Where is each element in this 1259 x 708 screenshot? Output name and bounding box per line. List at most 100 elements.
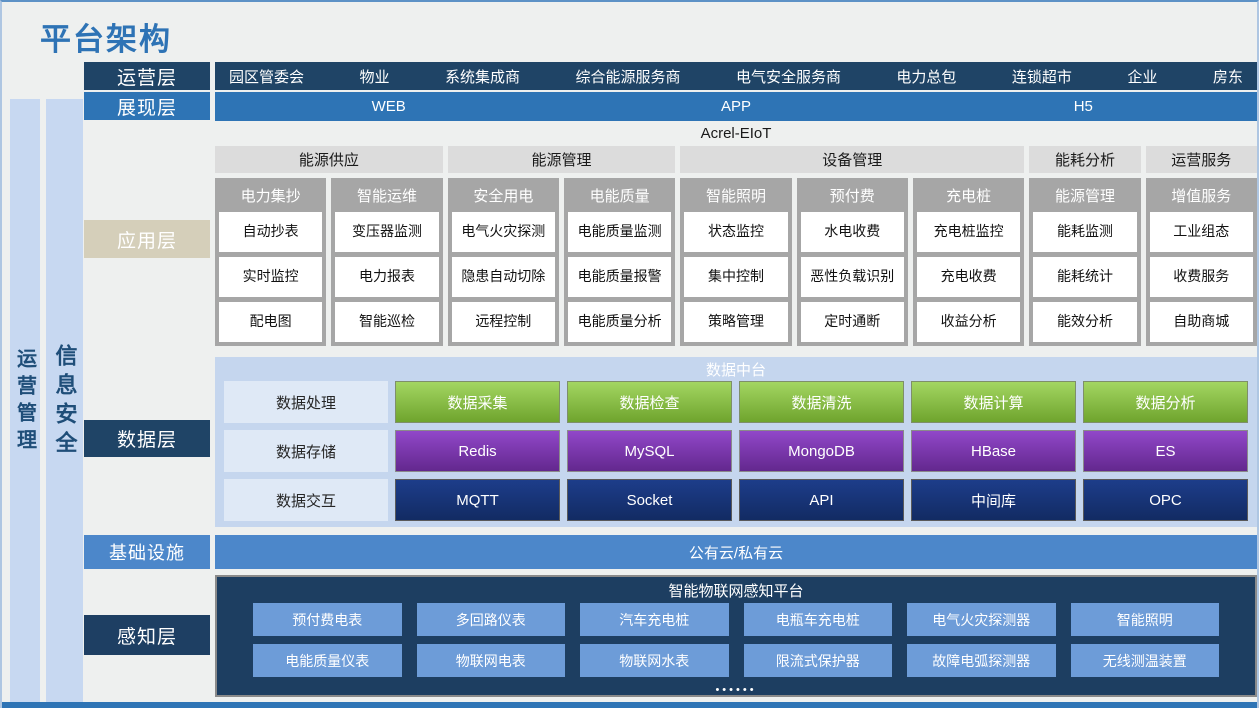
application-cell: 状态监控 xyxy=(684,212,788,252)
presentation-item: H5 xyxy=(1073,98,1093,115)
application-cell: 收费服务 xyxy=(1149,257,1253,297)
application-column-cells: 状态监控集中控制策略管理 xyxy=(680,212,791,346)
application-column-cells: 电气火灾探测隐患自动切除远程控制 xyxy=(448,212,559,346)
application-column-cells: 水电收费恶性负载识别定时通断 xyxy=(797,212,908,346)
operation-item: 电力总包 xyxy=(896,68,957,86)
application-cell: 策略管理 xyxy=(684,302,788,342)
side-bar-operations-management-label: 运营管理 xyxy=(13,347,36,456)
application-column-header: 预付费 xyxy=(829,187,875,205)
application-cell: 恶性负载识别 xyxy=(800,257,904,297)
perception-cell: 电瓶车充电桩 xyxy=(743,603,892,636)
application-cell: 能耗监测 xyxy=(1033,212,1137,252)
layer-label-operation: 运营层 xyxy=(84,62,210,90)
side-bar-operations-management: 运营管理 xyxy=(10,99,40,704)
application-cell: 工业组态 xyxy=(1149,212,1253,252)
data-row-label: 数据存储 xyxy=(224,430,388,472)
data-cell: OPC xyxy=(1083,479,1248,521)
application-cell: 变压器监测 xyxy=(335,212,439,252)
application-column-header: 能源管理 xyxy=(1054,187,1115,205)
data-cell: 数据检查 xyxy=(567,381,732,423)
page-title: 平台架构 xyxy=(40,22,172,57)
application-column-cells: 自动抄表实时监控配电图 xyxy=(215,212,326,346)
presentation-item: APP xyxy=(720,98,751,115)
application-column: 能源管理能耗监测能耗统计能效分析 xyxy=(1029,178,1141,346)
layer-label-data: 数据层 xyxy=(84,420,210,457)
perception-row: 电能质量仪表物联网电表物联网水表限流式保护器故障电弧探测器无线测温装置 xyxy=(217,644,1255,677)
perception-cell: 限流式保护器 xyxy=(743,644,892,677)
application-cell: 电气火灾探测 xyxy=(451,212,555,252)
application-column-cells: 电能质量监测电能质量报警电能质量分析 xyxy=(564,212,675,346)
application-column: 增值服务工业组态收费服务自助商城 xyxy=(1145,178,1257,346)
operation-item: 房东 xyxy=(1212,68,1243,86)
perception-cell: 物联网水表 xyxy=(580,644,729,677)
perception-cell: 多回路仪表 xyxy=(416,603,565,636)
data-row-label: 数据处理 xyxy=(224,381,388,423)
application-column: 智能照明状态监控集中控制策略管理 xyxy=(680,178,792,346)
application-cell: 充电桩监控 xyxy=(916,212,1021,252)
application-cell: 电能质量监测 xyxy=(567,212,672,252)
data-cell: MQTT xyxy=(395,479,560,521)
application-column-header: 智能照明 xyxy=(705,187,766,205)
application-column: 电力集抄自动抄表实时监控配电图 xyxy=(215,178,327,346)
application-platform-title: Acrel-EIoT xyxy=(700,125,772,142)
application-group: 能源管理 xyxy=(447,146,676,173)
application-cell: 自动抄表 xyxy=(219,212,323,252)
application-columns-row: 电力集抄自动抄表实时监控配电图智能运维变压器监测电力报表智能巡检安全用电电气火灾… xyxy=(215,178,1257,346)
application-column-cells: 充电桩监控充电收费收益分析 xyxy=(913,212,1024,346)
application-column-cells: 变压器监测电力报表智能巡检 xyxy=(331,212,442,346)
data-cell: 数据分析 xyxy=(1083,381,1248,423)
perception-cell: 汽车充电桩 xyxy=(580,603,729,636)
data-cell: Redis xyxy=(395,430,560,472)
infrastructure-bar: 公有云/私有云 xyxy=(215,535,1257,569)
application-column-cells: 能耗监测能耗统计能效分析 xyxy=(1029,212,1140,346)
application-column-header: 电能质量 xyxy=(589,187,650,205)
application-cell: 充电收费 xyxy=(916,257,1021,297)
operation-item: 园区管委会 xyxy=(229,68,305,86)
data-row-label: 数据交互 xyxy=(224,479,388,521)
application-cell: 收益分析 xyxy=(916,302,1021,342)
application-column-header: 充电桩 xyxy=(946,187,992,205)
data-cell: Socket xyxy=(567,479,732,521)
data-cell: ES xyxy=(1083,430,1248,472)
data-cell: 数据清洗 xyxy=(739,381,904,423)
perception-cell: 预付费电表 xyxy=(253,603,402,636)
application-cell: 实时监控 xyxy=(219,257,323,297)
perception-platform-title: 智能物联网感知平台 xyxy=(668,582,804,600)
layer-label-infrastructure: 基础设施 xyxy=(84,535,210,569)
application-cell: 能耗统计 xyxy=(1033,257,1137,297)
data-row: 数据处理数据采集数据检查数据清洗数据计算数据分析 xyxy=(215,381,1257,423)
application-column-header: 智能运维 xyxy=(356,187,417,205)
application-group: 能源供应 xyxy=(215,146,443,173)
operation-item: 电气安全服务商 xyxy=(735,68,841,86)
application-cell: 电能质量分析 xyxy=(567,302,672,342)
operation-item: 系统集成商 xyxy=(444,68,520,86)
operation-item: 连锁超市 xyxy=(1011,68,1072,86)
application-column-header: 电力集抄 xyxy=(240,187,301,205)
perception-block: 智能物联网感知平台 预付费电表多回路仪表汽车充电桩电瓶车充电桩电气火灾探测器智能… xyxy=(215,575,1257,697)
application-column: 预付费水电收费恶性负载识别定时通断 xyxy=(796,178,908,346)
data-cell: API xyxy=(739,479,904,521)
data-cell: 数据计算 xyxy=(911,381,1076,423)
operation-item: 综合能源服务商 xyxy=(575,68,681,86)
application-column-header: 安全用电 xyxy=(473,187,534,205)
side-bar-information-security: 信息安全 xyxy=(46,99,83,704)
perception-row: 预付费电表多回路仪表汽车充电桩电瓶车充电桩电气火灾探测器智能照明 xyxy=(217,603,1255,636)
perception-cell: 故障电弧探测器 xyxy=(907,644,1056,677)
application-cell: 远程控制 xyxy=(451,302,555,342)
data-platform-title: 数据中台 xyxy=(705,361,766,379)
perception-cell: 物联网电表 xyxy=(416,644,565,677)
application-column: 安全用电电气火灾探测隐患自动切除远程控制 xyxy=(447,178,559,346)
application-cell: 自助商城 xyxy=(1149,302,1253,342)
application-cell: 隐患自动切除 xyxy=(451,257,555,297)
perception-cell: 无线测温装置 xyxy=(1070,644,1219,677)
application-cell: 能效分析 xyxy=(1033,302,1137,342)
application-cell: 集中控制 xyxy=(684,257,788,297)
data-cell: HBase xyxy=(911,430,1076,472)
application-column-cells: 工业组态收费服务自助商城 xyxy=(1146,212,1257,346)
application-column: 智能运维变压器监测电力报表智能巡检 xyxy=(331,178,443,346)
